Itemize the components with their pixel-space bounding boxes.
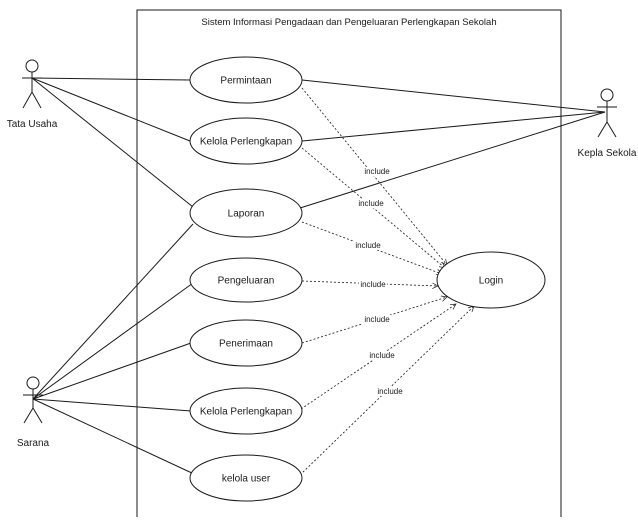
actor-name: Tata Usaha <box>7 119 58 130</box>
include-label-laporan: include <box>355 241 381 250</box>
include-label-bg <box>359 280 387 289</box>
actor-tata-usaha[interactable]: Tata Usaha <box>7 59 58 130</box>
association-line-sarana-kelolauser <box>32 398 195 475</box>
use-case-label: Permintaan <box>220 76 271 87</box>
association-line-tu-permintaan <box>31 77 191 81</box>
include-label-kelola2: include <box>369 351 395 360</box>
include-arrow-laporan <box>301 221 442 274</box>
include-label-kelola1: include <box>358 199 384 208</box>
stick-figure-icon <box>597 88 617 138</box>
use-case-label: Login <box>479 276 503 287</box>
actor-kepla-sekola[interactable]: Kepla Sekola <box>578 88 637 159</box>
actor-name: Kepla Sekola <box>578 148 637 159</box>
association-line-tu-kelola1 <box>31 77 191 142</box>
include-arrow-permintaan <box>301 87 447 265</box>
association-line-sarana-pengeluaran <box>32 282 194 400</box>
use-case-kelolauser[interactable]: kelola user <box>189 454 303 502</box>
include-label-bg <box>368 351 396 360</box>
association-line-kepsek-laporan <box>299 111 606 209</box>
association-line-sarana-kelola2 <box>32 398 192 412</box>
use-case-ellipse <box>189 188 303 238</box>
use-case-laporan[interactable]: Laporan <box>189 188 303 238</box>
association-line-sarana-laporan <box>32 223 194 400</box>
use-case-penerimaan[interactable]: Penerimaan <box>189 319 303 367</box>
include-label-bg <box>363 167 391 176</box>
stick-figure-icon <box>22 59 42 109</box>
include-label-bg <box>354 241 382 250</box>
use-case-label: kelola user <box>222 474 271 485</box>
include-label-permintaan: include <box>364 167 390 176</box>
use-case-label: Pengeluaran <box>218 276 275 287</box>
association-line-kepsek-kelola1 <box>301 111 606 142</box>
actor-name: Sarana <box>17 438 50 449</box>
include-label-kelolauser: include <box>377 387 403 396</box>
stick-figure-icon <box>23 376 43 424</box>
actor-sarana[interactable]: Sarana <box>17 376 50 449</box>
use-case-label: Laporan <box>228 209 265 220</box>
include-dependencies: include include include include include inclu… <box>299 87 474 476</box>
use-case-label: Penerimaan <box>219 339 273 350</box>
association-lines <box>31 77 606 475</box>
include-label-bg <box>357 199 385 208</box>
use-case-kelola1[interactable]: Kelola Perlengkapan <box>189 117 303 165</box>
use-case-ellipse <box>189 257 303 303</box>
association-line-sarana-penerimaan <box>32 342 192 400</box>
use-case-ellipse <box>189 319 303 367</box>
use-case-ellipse <box>436 251 546 309</box>
use-case-ellipse <box>189 117 303 165</box>
system-title: Sistem Informasi Pengadaan dan Pengeluar… <box>201 17 496 28</box>
use-case-label: Kelola Perlengkapan <box>200 137 292 148</box>
use-case-login[interactable]: Login <box>436 251 546 309</box>
association-line-tu-laporan <box>31 77 194 208</box>
use-case-pengeluaran[interactable]: Pengeluaran <box>189 257 303 303</box>
include-label-penerimaan: include <box>364 315 390 324</box>
association-line-kepsek-permintaan <box>301 79 606 113</box>
use-case-permintaan[interactable]: Permintaan <box>189 56 303 104</box>
use-case-kelola2[interactable]: Kelola Perlengkapan <box>189 387 303 435</box>
use-case-ellipse <box>189 387 303 435</box>
include-label-pengeluaran: include <box>360 280 386 289</box>
use-case-label: Kelola Perlengkapan <box>200 407 292 418</box>
include-label-bg <box>376 387 404 396</box>
include-label-bg <box>363 315 391 324</box>
use-case-ellipse <box>189 56 303 104</box>
use-case-ellipse <box>189 454 303 502</box>
